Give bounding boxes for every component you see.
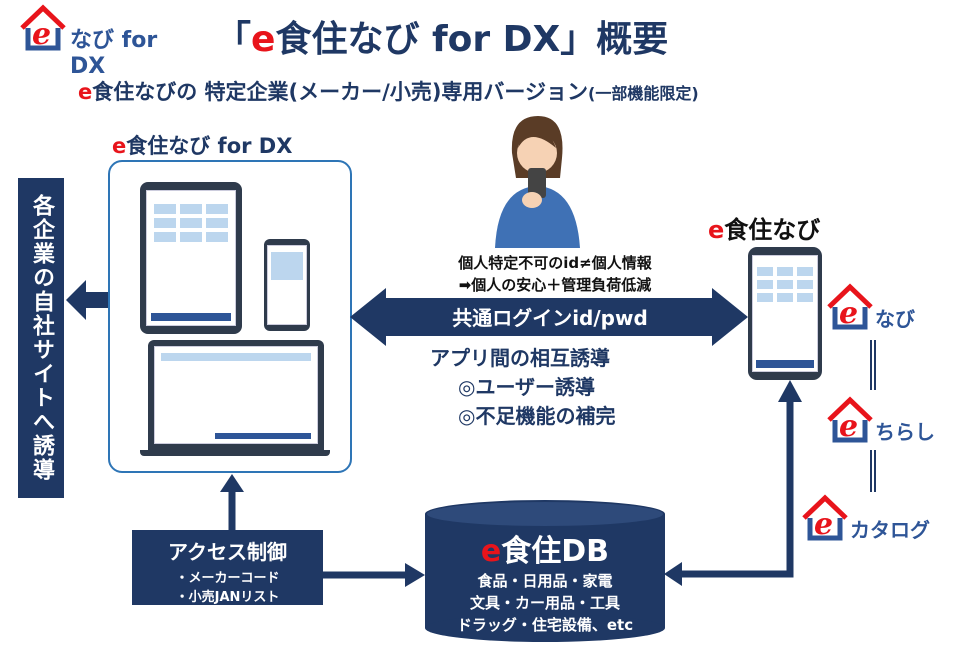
svg-text:e: e <box>32 17 51 52</box>
navi-for-dx-logo: e なび for DX <box>18 4 193 79</box>
mutual-guidance: アプリ間の相互誘導 ◎ユーザー誘導 ◎不足機能の補完 <box>430 346 616 428</box>
access-to-db-arrow <box>323 563 425 587</box>
app-logo-catalog: e カタログ <box>800 493 930 543</box>
app-logo-chirashi: e ちらし <box>825 395 935 445</box>
access-to-dx-arrow <box>220 474 244 532</box>
phone-mockup-small <box>264 239 310 331</box>
tablet-mockup <box>140 182 242 334</box>
house-e-icon: e <box>802 494 848 542</box>
company-site-banner: 各企業の自社サイトへ誘導 <box>18 178 64 498</box>
house-e-icon: e <box>827 396 873 444</box>
app-logo-navi: e なび <box>825 282 915 332</box>
common-login-label: 共通ログインid/pwd <box>452 306 648 330</box>
page-title: 「e食住なび for DX」概要 <box>215 19 669 60</box>
arrow-left-to-banner <box>66 280 110 320</box>
house-e-icon: e <box>827 283 873 331</box>
subtitle: e食住なびの 特定企業(メーカー/小売)専用バージョン(一部機能限定) <box>78 80 699 104</box>
person-with-phone-illustration <box>495 116 580 248</box>
dx-app-label: e食住なび for DX <box>112 134 293 158</box>
id-note: 個人特定不可のid≠個人情報➡個人の安心＋管理負荷低減 <box>458 254 652 294</box>
logo-text: なび for DX <box>70 28 158 79</box>
access-control-box: アクセス制御 ・メーカーコード ・小売JANリスト <box>132 530 323 605</box>
db-to-enavi-arrow <box>664 380 802 586</box>
svg-text:e: e <box>839 296 858 331</box>
house-e-icon: e <box>20 4 66 52</box>
svg-text:e: e <box>814 507 833 542</box>
equal-connector <box>870 340 876 390</box>
common-login-double-arrow <box>350 288 748 346</box>
laptop-mockup <box>148 340 324 450</box>
enavi-phone-mockup <box>748 247 822 380</box>
svg-text:e: e <box>839 409 858 444</box>
e-db-cylinder: e食住DB 食品・日用品・家電 文具・カー用品・工具 ドラッグ・住宅設備、etc <box>425 500 665 642</box>
enavi-label: e食住なび <box>708 216 821 244</box>
equal-connector <box>870 450 876 492</box>
dx-devices-box <box>108 160 352 473</box>
